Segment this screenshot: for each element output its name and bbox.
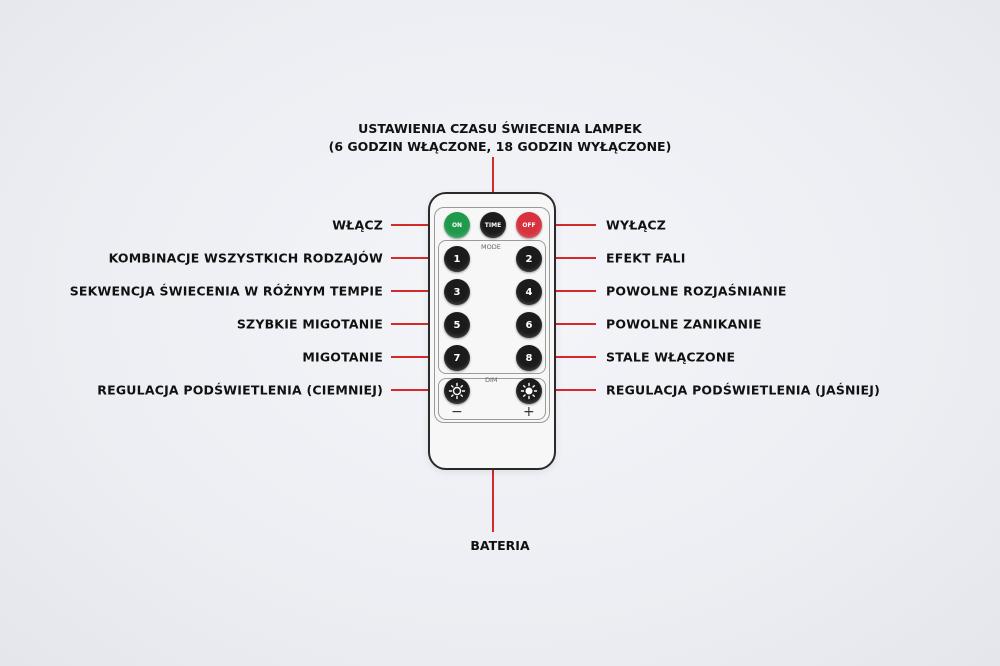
mode-button-7[interactable]: 7 [444,345,470,371]
label-on: WŁĄCZ [332,217,383,233]
label-sequence: SEKWENCJA ŚWIECENIA W RÓŻNYM TEMPIE [69,283,383,299]
connector-left-6 [391,389,445,391]
connector-left-1 [391,224,446,226]
connector-battery [492,470,494,532]
label-off: WYŁĄCZ [606,217,666,233]
connector-left-4 [391,323,445,325]
label-all-combinations: KOMBINACJE WSZYSTKICH RODZAJÓW [108,250,383,266]
connector-right-4 [539,323,596,325]
time-button[interactable]: TIME [480,212,506,238]
connector-right-2 [539,257,596,259]
label-slow-fade-out: POWOLNE ZANIKANIE [606,316,762,332]
mode-label: MODE [481,243,501,251]
connector-left-5 [391,356,445,358]
connector-time [492,157,494,219]
label-steady-on: STALE WŁĄCZONE [606,349,736,365]
sun-filled-icon [520,382,538,400]
dim-label: DIM [485,376,498,384]
mode-button-8[interactable]: 8 [516,345,542,371]
mode-button-4[interactable]: 4 [516,279,542,305]
label-flash: MIGOTANIE [302,349,383,365]
title-line-1: USTAWIENIA CZASU ŚWIECENIA LAMPEK [358,121,642,136]
label-wave: EFEKT FALI [606,250,686,266]
connector-right-1 [538,224,596,226]
label-dim-up: REGULACJA PODŚWIETLENIA (JAŚNIEJ) [606,382,881,398]
mode-button-2[interactable]: 2 [516,246,542,272]
label-slow-fade-in: POWOLNE ROZJAŚNIANIE [606,283,787,299]
plus-sign: + [523,404,535,420]
on-button[interactable]: ON [444,212,470,238]
sun-outline-icon [448,382,466,400]
dim-down-button[interactable] [444,378,470,404]
connector-left-2 [391,257,445,259]
mode-button-1[interactable]: 1 [444,246,470,272]
label-battery: BATERIA [470,538,530,553]
dim-section [438,378,546,420]
mode-section [438,240,546,374]
connector-right-5 [539,356,596,358]
connector-left-3 [391,290,445,292]
title-line-2: (6 GODZIN WŁĄCZONE, 18 GODZIN WYŁĄCZONE) [328,139,672,154]
dim-up-button[interactable] [516,378,542,404]
mode-button-5[interactable]: 5 [444,312,470,338]
connector-right-3 [539,290,596,292]
mode-button-3[interactable]: 3 [444,279,470,305]
minus-sign: − [451,404,463,420]
off-button[interactable]: OFF [516,212,542,238]
mode-button-6[interactable]: 6 [516,312,542,338]
label-fast-flash: SZYBKIE MIGOTANIE [236,316,383,332]
connector-right-6 [539,389,596,391]
label-dim-down: REGULACJA PODŚWIETLENIA (CIEMNIEJ) [97,382,383,398]
remote-button-panel [434,207,550,423]
